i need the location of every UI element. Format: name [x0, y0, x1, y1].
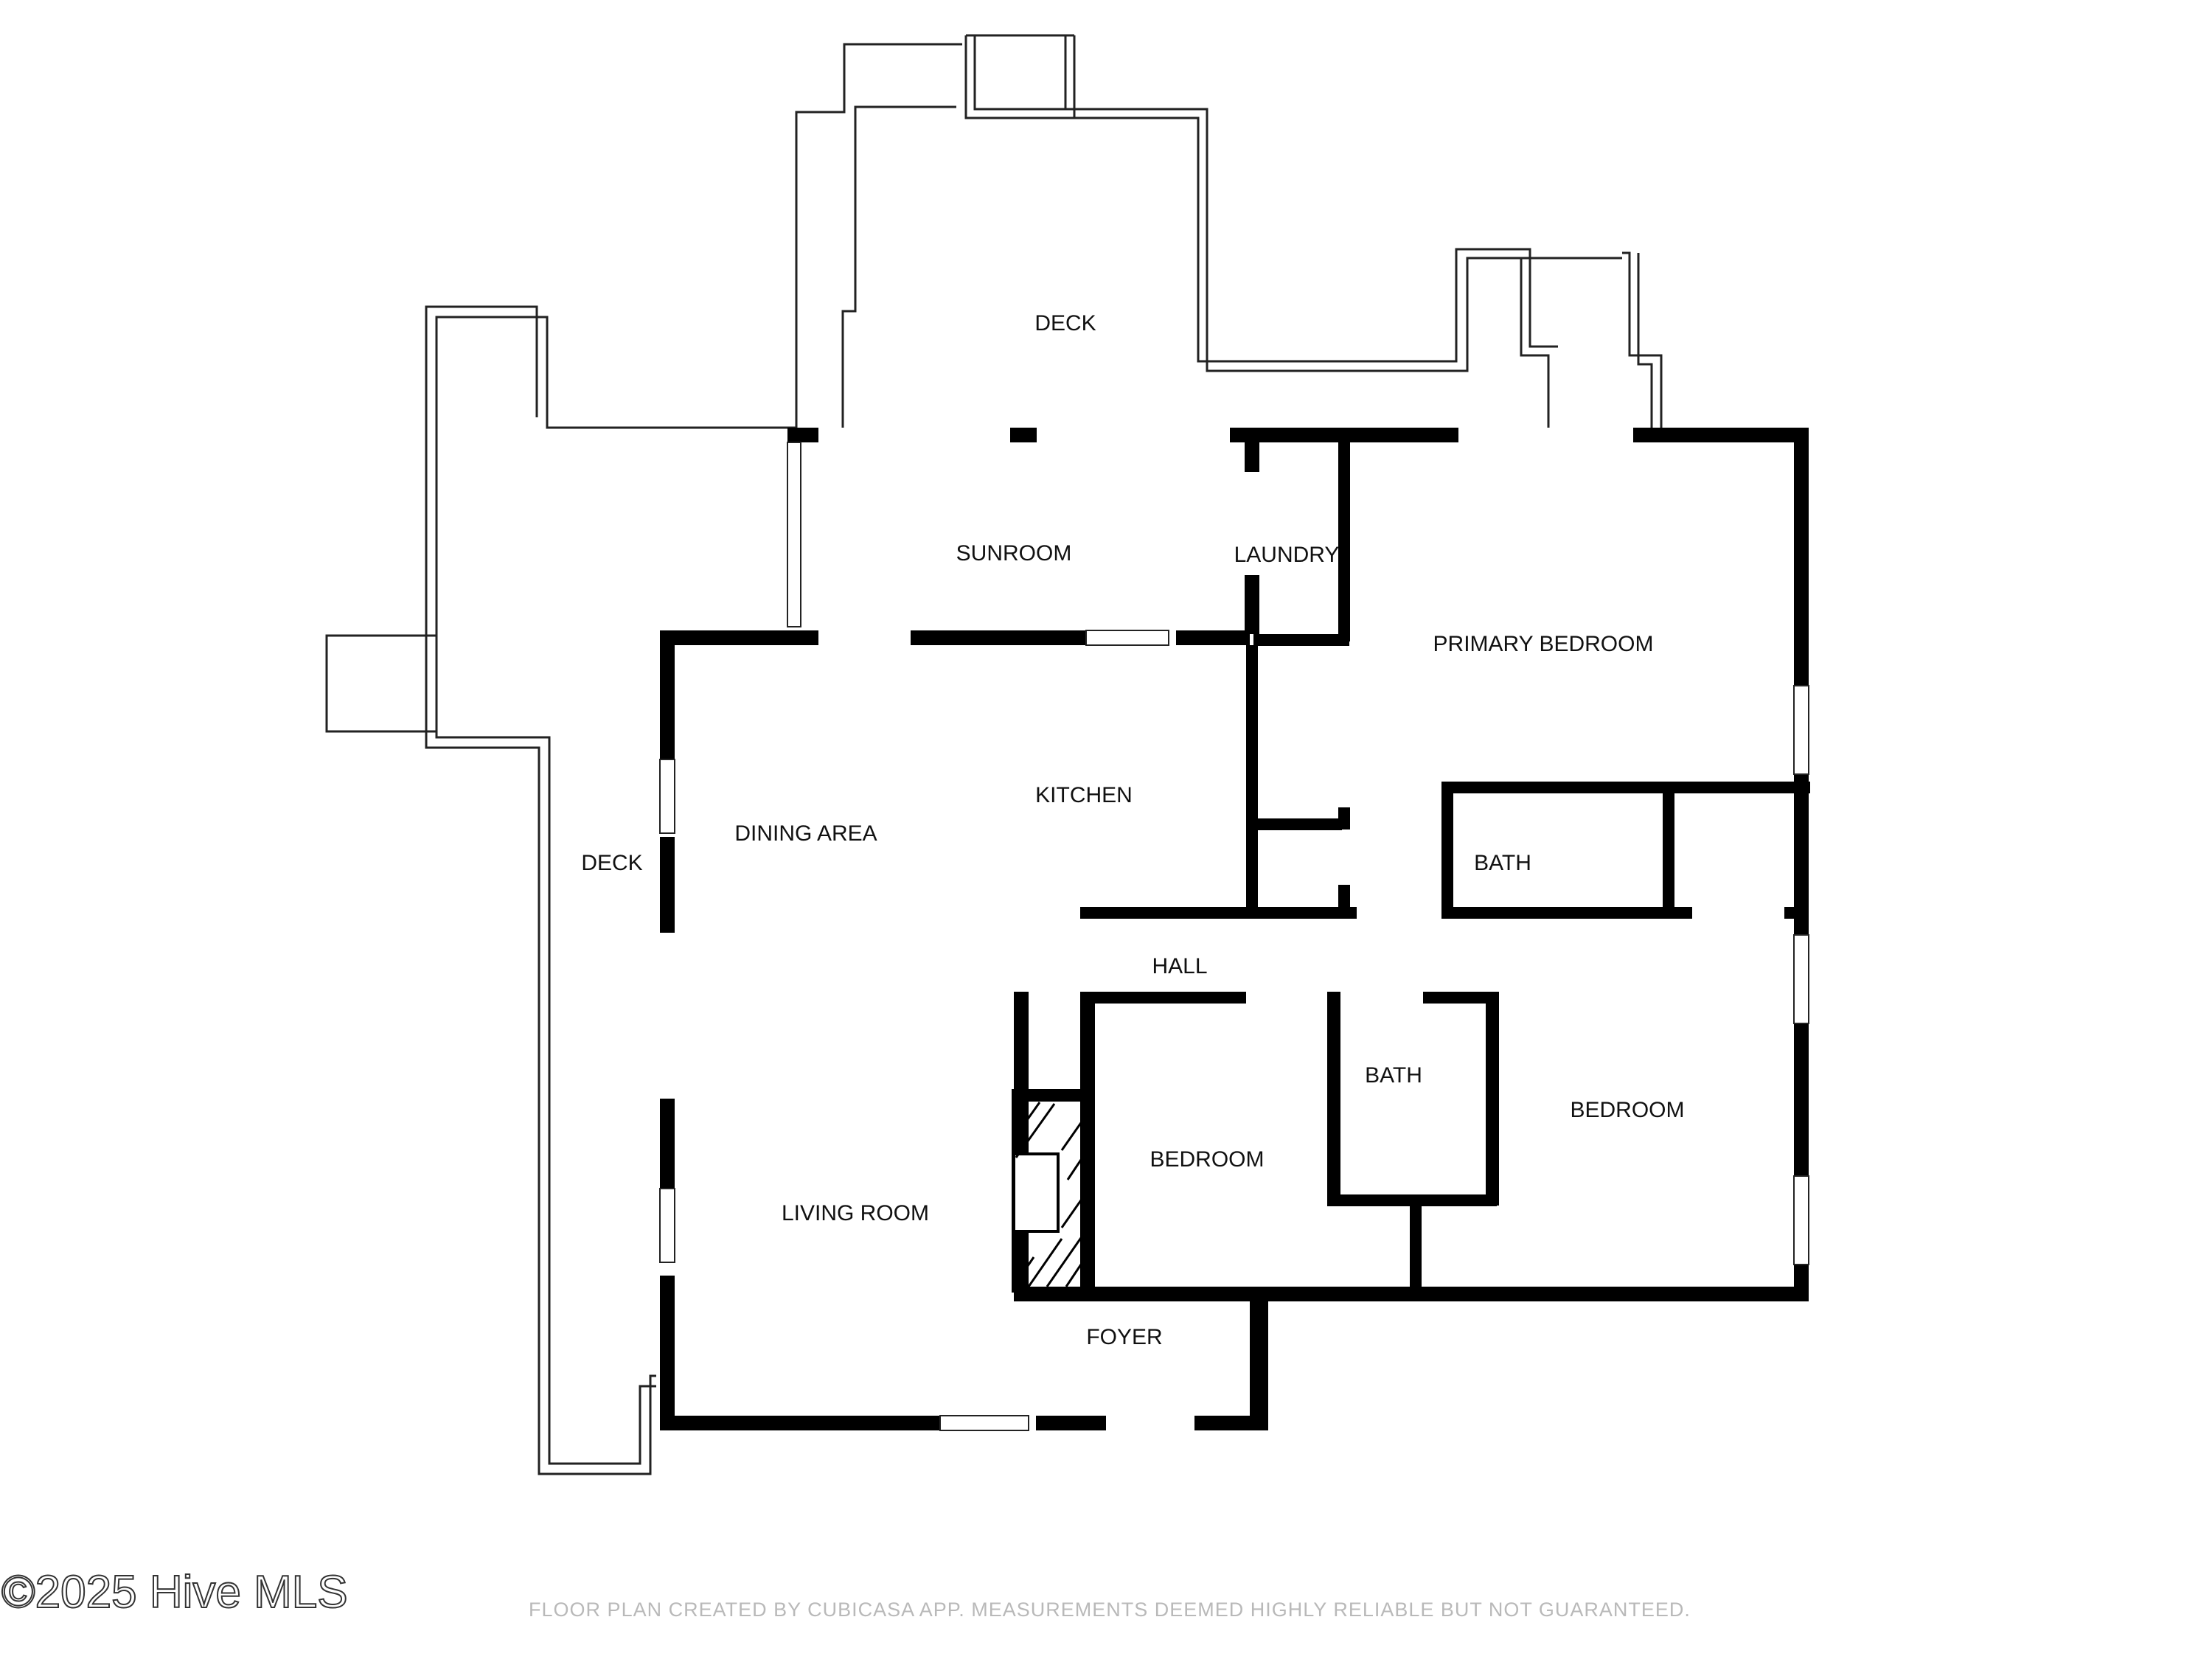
- label-bath-hall: BATH: [1365, 1063, 1422, 1088]
- room-labels: DECK SUNROOM LAUNDRY PRIMARY BEDROOM KIT…: [581, 311, 1684, 1349]
- label-bedroom-center: BEDROOM: [1150, 1147, 1264, 1172]
- walls: [660, 428, 1810, 1430]
- floor-plan-credit: FLOOR PLAN CREATED BY CUBICASA APP. MEAS…: [529, 1599, 1691, 1621]
- deck-outline: [325, 34, 1663, 1475]
- label-bedroom-right: BEDROOM: [1570, 1098, 1684, 1122]
- fireplace-hatch: [1015, 1102, 1084, 1287]
- label-foyer: FOYER: [1086, 1325, 1162, 1349]
- label-kitchen: KITCHEN: [1035, 783, 1133, 807]
- label-primary-bedroom: PRIMARY BEDROOM: [1433, 632, 1654, 656]
- label-living-room: LIVING ROOM: [782, 1201, 929, 1225]
- label-deck-left: DECK: [581, 851, 642, 875]
- label-sunroom: SUNROOM: [956, 541, 1072, 566]
- mls-watermark: ©2025 Hive MLS: [1, 1567, 348, 1618]
- label-dining-area: DINING AREA: [734, 821, 877, 846]
- windows: [659, 442, 1809, 1431]
- label-deck-top: DECK: [1034, 311, 1096, 335]
- label-hall: HALL: [1152, 954, 1207, 978]
- label-laundry: LAUNDRY: [1234, 543, 1340, 567]
- label-bath-primary: BATH: [1474, 851, 1531, 875]
